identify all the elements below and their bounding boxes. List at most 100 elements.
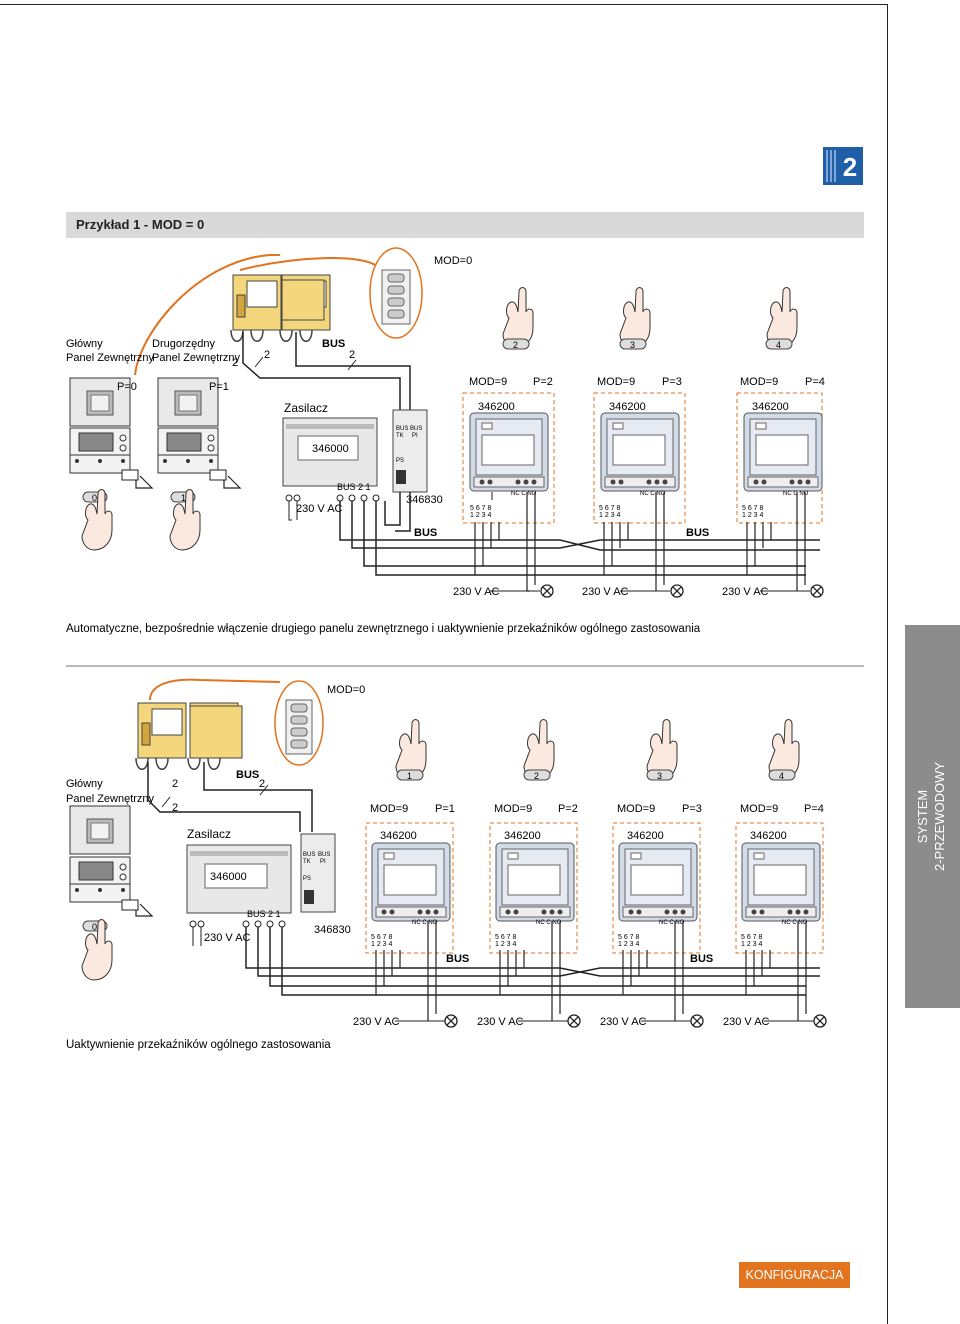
svg-text:5 6 7 8: 5 6 7 8 xyxy=(599,505,621,512)
svg-text:NC C NO: NC C NO xyxy=(536,920,562,926)
svg-text:5 6 7 8: 5 6 7 8 xyxy=(618,934,640,941)
ex1-main-p: P=0 xyxy=(117,381,137,393)
svg-text:1 2 3 4: 1 2 3 4 xyxy=(741,941,763,948)
ex1-supply-label: Zasilacz xyxy=(284,401,328,415)
ex1-bus-bottom-1: BUS xyxy=(414,527,437,539)
chapter-badge: 2 xyxy=(823,147,863,185)
svg-text:2: 2 xyxy=(534,771,539,781)
svg-text:346200: 346200 xyxy=(380,830,417,842)
svg-text:5 6 7 8: 5 6 7 8 xyxy=(742,505,764,512)
svg-text:P=4: P=4 xyxy=(805,376,825,388)
svg-text:4: 4 xyxy=(776,340,781,350)
footer-label: KONFIGURACJA xyxy=(745,1268,844,1282)
svg-text:PI: PI xyxy=(412,433,418,439)
ex1-secondary-camera xyxy=(157,427,219,474)
ex2-main-camera xyxy=(69,856,131,903)
svg-text:1 2 3 4: 1 2 3 4 xyxy=(495,941,517,948)
ex2-caption: Uaktywnienie przekaźników ogólnego zasto… xyxy=(66,1039,331,1051)
svg-text:P=3: P=3 xyxy=(662,376,682,388)
ex1-orange-wire-b xyxy=(239,257,376,271)
svg-text:5 6 7 8: 5 6 7 8 xyxy=(495,934,517,941)
ex1-bus-label-top: BUS xyxy=(322,338,345,350)
ex2-supply-label: Zasilacz xyxy=(187,827,231,841)
ex2-lamp-icon-1 xyxy=(444,1014,458,1028)
top-rule xyxy=(0,4,888,5)
ex2-handset-1 xyxy=(135,702,187,770)
svg-text:1 2 3 4: 1 2 3 4 xyxy=(470,512,492,519)
svg-text:2: 2 xyxy=(513,340,518,350)
section-tab: SYSTEM 2-PRZEWODOWY xyxy=(905,625,960,1008)
svg-text:NC C NO: NC C NO xyxy=(782,920,808,926)
example1-title: Przykład 1 - MOD = 0 xyxy=(76,217,205,232)
svg-text:5 6 7 8: 5 6 7 8 xyxy=(470,505,492,512)
svg-text:PI: PI xyxy=(320,859,326,865)
ex2-bus-label-top: BUS xyxy=(236,769,259,781)
ex2-supply-terminals: BUS 2 1 xyxy=(247,909,281,919)
ex1-load-1: 230 V AC xyxy=(453,586,500,598)
example1-title-bar: Przykład 1 - MOD = 0 xyxy=(66,212,864,238)
ex1-mod-label: MOD=0 xyxy=(434,255,472,267)
ex2-unit-4: MOD=9 P=4 346200 NC C NO 5 6 7 8 1 2 3 4… xyxy=(735,719,824,995)
ex2-wire-count-c: 2 xyxy=(259,778,265,790)
svg-text:1: 1 xyxy=(181,493,186,503)
ex1-unit-2: MOD=9 P=3 346200 NC C NO 5 6 7 8 1 2 3 4… xyxy=(593,287,686,575)
svg-text:PS: PS xyxy=(303,876,311,882)
ex1-supply-terminals: BUS 2 1 xyxy=(337,482,371,492)
ex2-main-panel xyxy=(69,805,131,855)
svg-text:1 2 3 4: 1 2 3 4 xyxy=(618,941,640,948)
svg-text:0: 0 xyxy=(92,493,97,503)
svg-text:0: 0 xyxy=(92,922,97,932)
svg-text:346200: 346200 xyxy=(752,401,789,413)
ex1-interface xyxy=(392,409,428,493)
ex2-interface-code: 346830 xyxy=(314,924,351,936)
ex1-load-2: 230 V AC xyxy=(582,586,629,598)
svg-text:5 6 7 8: 5 6 7 8 xyxy=(741,934,763,941)
ex1-wire-count-b: 2 xyxy=(264,349,270,361)
ex1-secondary-label-1: Drugorzędny xyxy=(152,338,215,350)
svg-text:BUS: BUS xyxy=(318,852,330,858)
svg-text:P=2: P=2 xyxy=(558,803,578,815)
ex2-supply-code: 346000 xyxy=(210,871,247,883)
ex2-bus-bottom-1: BUS xyxy=(446,953,469,965)
ex1-supply-code: 346000 xyxy=(312,443,349,455)
svg-text:NC C NO: NC C NO xyxy=(412,920,438,926)
svg-text:5 6 7 8: 5 6 7 8 xyxy=(371,934,393,941)
svg-text:P=1: P=1 xyxy=(435,803,455,815)
ex1-wire-count-c: 2 xyxy=(349,349,355,361)
ex2-bus-bottom-2: BUS xyxy=(690,953,713,965)
ex1-caption: Automatyczne, bezpośrednie włączenie dru… xyxy=(66,623,701,635)
ex2-wire-count-a: 2 xyxy=(172,778,178,790)
svg-text:P=4: P=4 xyxy=(804,803,824,815)
ex2-mains-label: 230 V AC xyxy=(204,932,251,944)
svg-text:NC C NO: NC C NO xyxy=(511,491,537,497)
svg-text:PS: PS xyxy=(396,458,404,464)
chapter-number: 2 xyxy=(843,152,857,182)
ex2-main-label-2: Panel Zewnętrzny xyxy=(66,793,155,805)
svg-text:346200: 346200 xyxy=(609,401,646,413)
svg-text:1: 1 xyxy=(407,771,412,781)
ex1-bus-bottom-2: BUS xyxy=(686,527,709,539)
ex2-load-2: 230 V AC xyxy=(477,1016,524,1028)
ex2-wire-count-b: 2 xyxy=(172,802,178,814)
ex1-unit-1: MOD=9 P=2 346200 NC C NO 5 6 7 8 1 2 3 4… xyxy=(462,287,555,575)
svg-text:BUS: BUS xyxy=(410,426,422,432)
ex2-lamp-icon-2 xyxy=(567,1014,581,1028)
svg-text:4: 4 xyxy=(779,771,784,781)
svg-text:TK: TK xyxy=(396,433,404,439)
ex1-handset-1 xyxy=(230,274,282,342)
ex2-unit-2: MOD=9 P=2 346200 NC C NO 5 6 7 8 1 2 3 4… xyxy=(489,719,578,995)
svg-text:MOD=9: MOD=9 xyxy=(597,376,635,388)
svg-text:NC C NO: NC C NO xyxy=(659,920,685,926)
ex1-interface-code: 346830 xyxy=(406,494,443,506)
svg-text:3: 3 xyxy=(630,340,635,350)
svg-text:1 2 3 4: 1 2 3 4 xyxy=(599,512,621,519)
ex2-load-1: 230 V AC xyxy=(353,1016,400,1028)
svg-text:346200: 346200 xyxy=(750,830,787,842)
ex1-secondary-label-2: Panel Zewnętrzny xyxy=(152,352,241,364)
svg-text:1 2 3 4: 1 2 3 4 xyxy=(371,941,393,948)
ex2-load-3: 230 V AC xyxy=(600,1016,647,1028)
svg-text:MOD=9: MOD=9 xyxy=(494,803,532,815)
ex1-lamp-icon-2 xyxy=(670,584,684,598)
ex1-orange-wire-a xyxy=(134,254,280,376)
